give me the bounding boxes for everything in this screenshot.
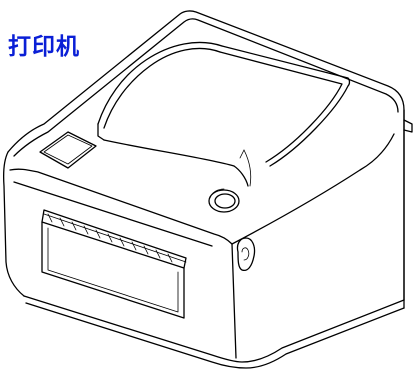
- status-window: [39, 131, 97, 169]
- page-title: 打印机: [8, 34, 80, 60]
- top-cover: [97, 41, 351, 187]
- side-latch: [236, 237, 256, 272]
- front-panel: [9, 133, 395, 247]
- media-output-slot: [41, 209, 187, 319]
- rear-cable: [403, 119, 413, 133]
- feed-button: [208, 188, 240, 213]
- printer-body: [2, 10, 405, 369]
